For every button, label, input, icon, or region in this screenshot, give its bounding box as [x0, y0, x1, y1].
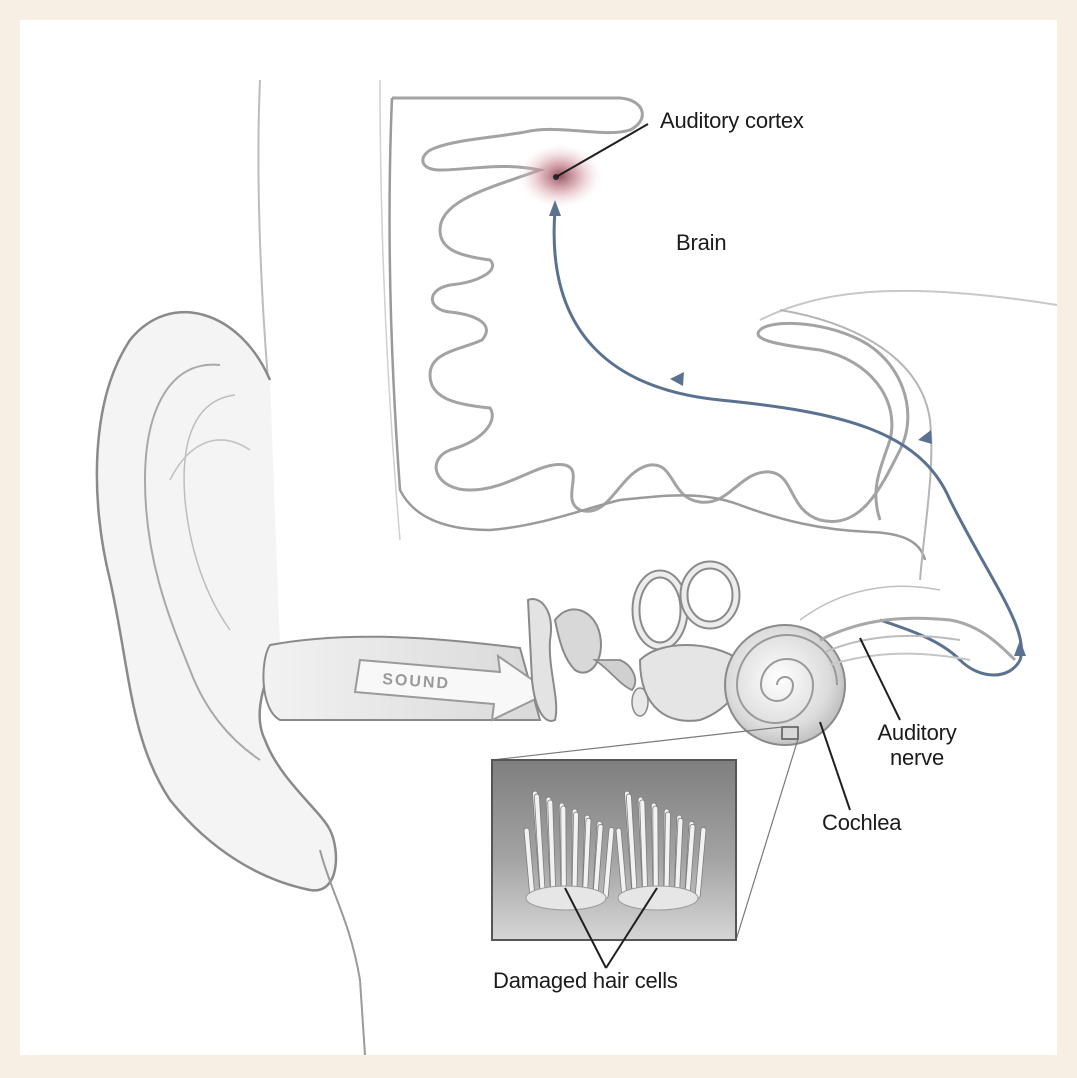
auditory-nerve-leader — [860, 638, 900, 720]
pathway-arrow-lower — [1014, 640, 1026, 656]
brain-label: Brain — [676, 230, 726, 255]
pathway-arrow-right — [918, 430, 932, 444]
stereocilium — [561, 806, 567, 898]
ear-to-brain-diagram: SOUND — [20, 20, 1057, 1055]
zoom-line-left — [492, 727, 782, 760]
hair-cells-inset — [492, 760, 736, 940]
auditory-cortex-label: Auditory cortex — [660, 108, 804, 133]
auditory-nerve-label-line1: Auditory — [862, 720, 972, 745]
auditory-pathway — [554, 210, 1021, 675]
damaged-hair-cells-label: Damaged hair cells — [493, 968, 678, 993]
auditory-nerve-label-line2: nerve — [862, 745, 972, 770]
pathway-arrow-mid — [670, 372, 684, 386]
cochlea-leader — [820, 722, 850, 810]
zoom-line-right — [736, 739, 798, 940]
cochlea-label: Cochlea — [822, 810, 901, 835]
head-outline — [240, 80, 268, 380]
brain-cortex — [390, 98, 1057, 580]
middle-ear-ossicles — [528, 599, 648, 721]
auditory-cortex-highlight — [518, 144, 602, 208]
zoom-source-box — [782, 727, 798, 739]
illustration-frame: SOUND — [20, 20, 1057, 1055]
stereocilium — [653, 806, 659, 898]
auditory-nerve-label: Auditory nerve — [862, 720, 972, 771]
